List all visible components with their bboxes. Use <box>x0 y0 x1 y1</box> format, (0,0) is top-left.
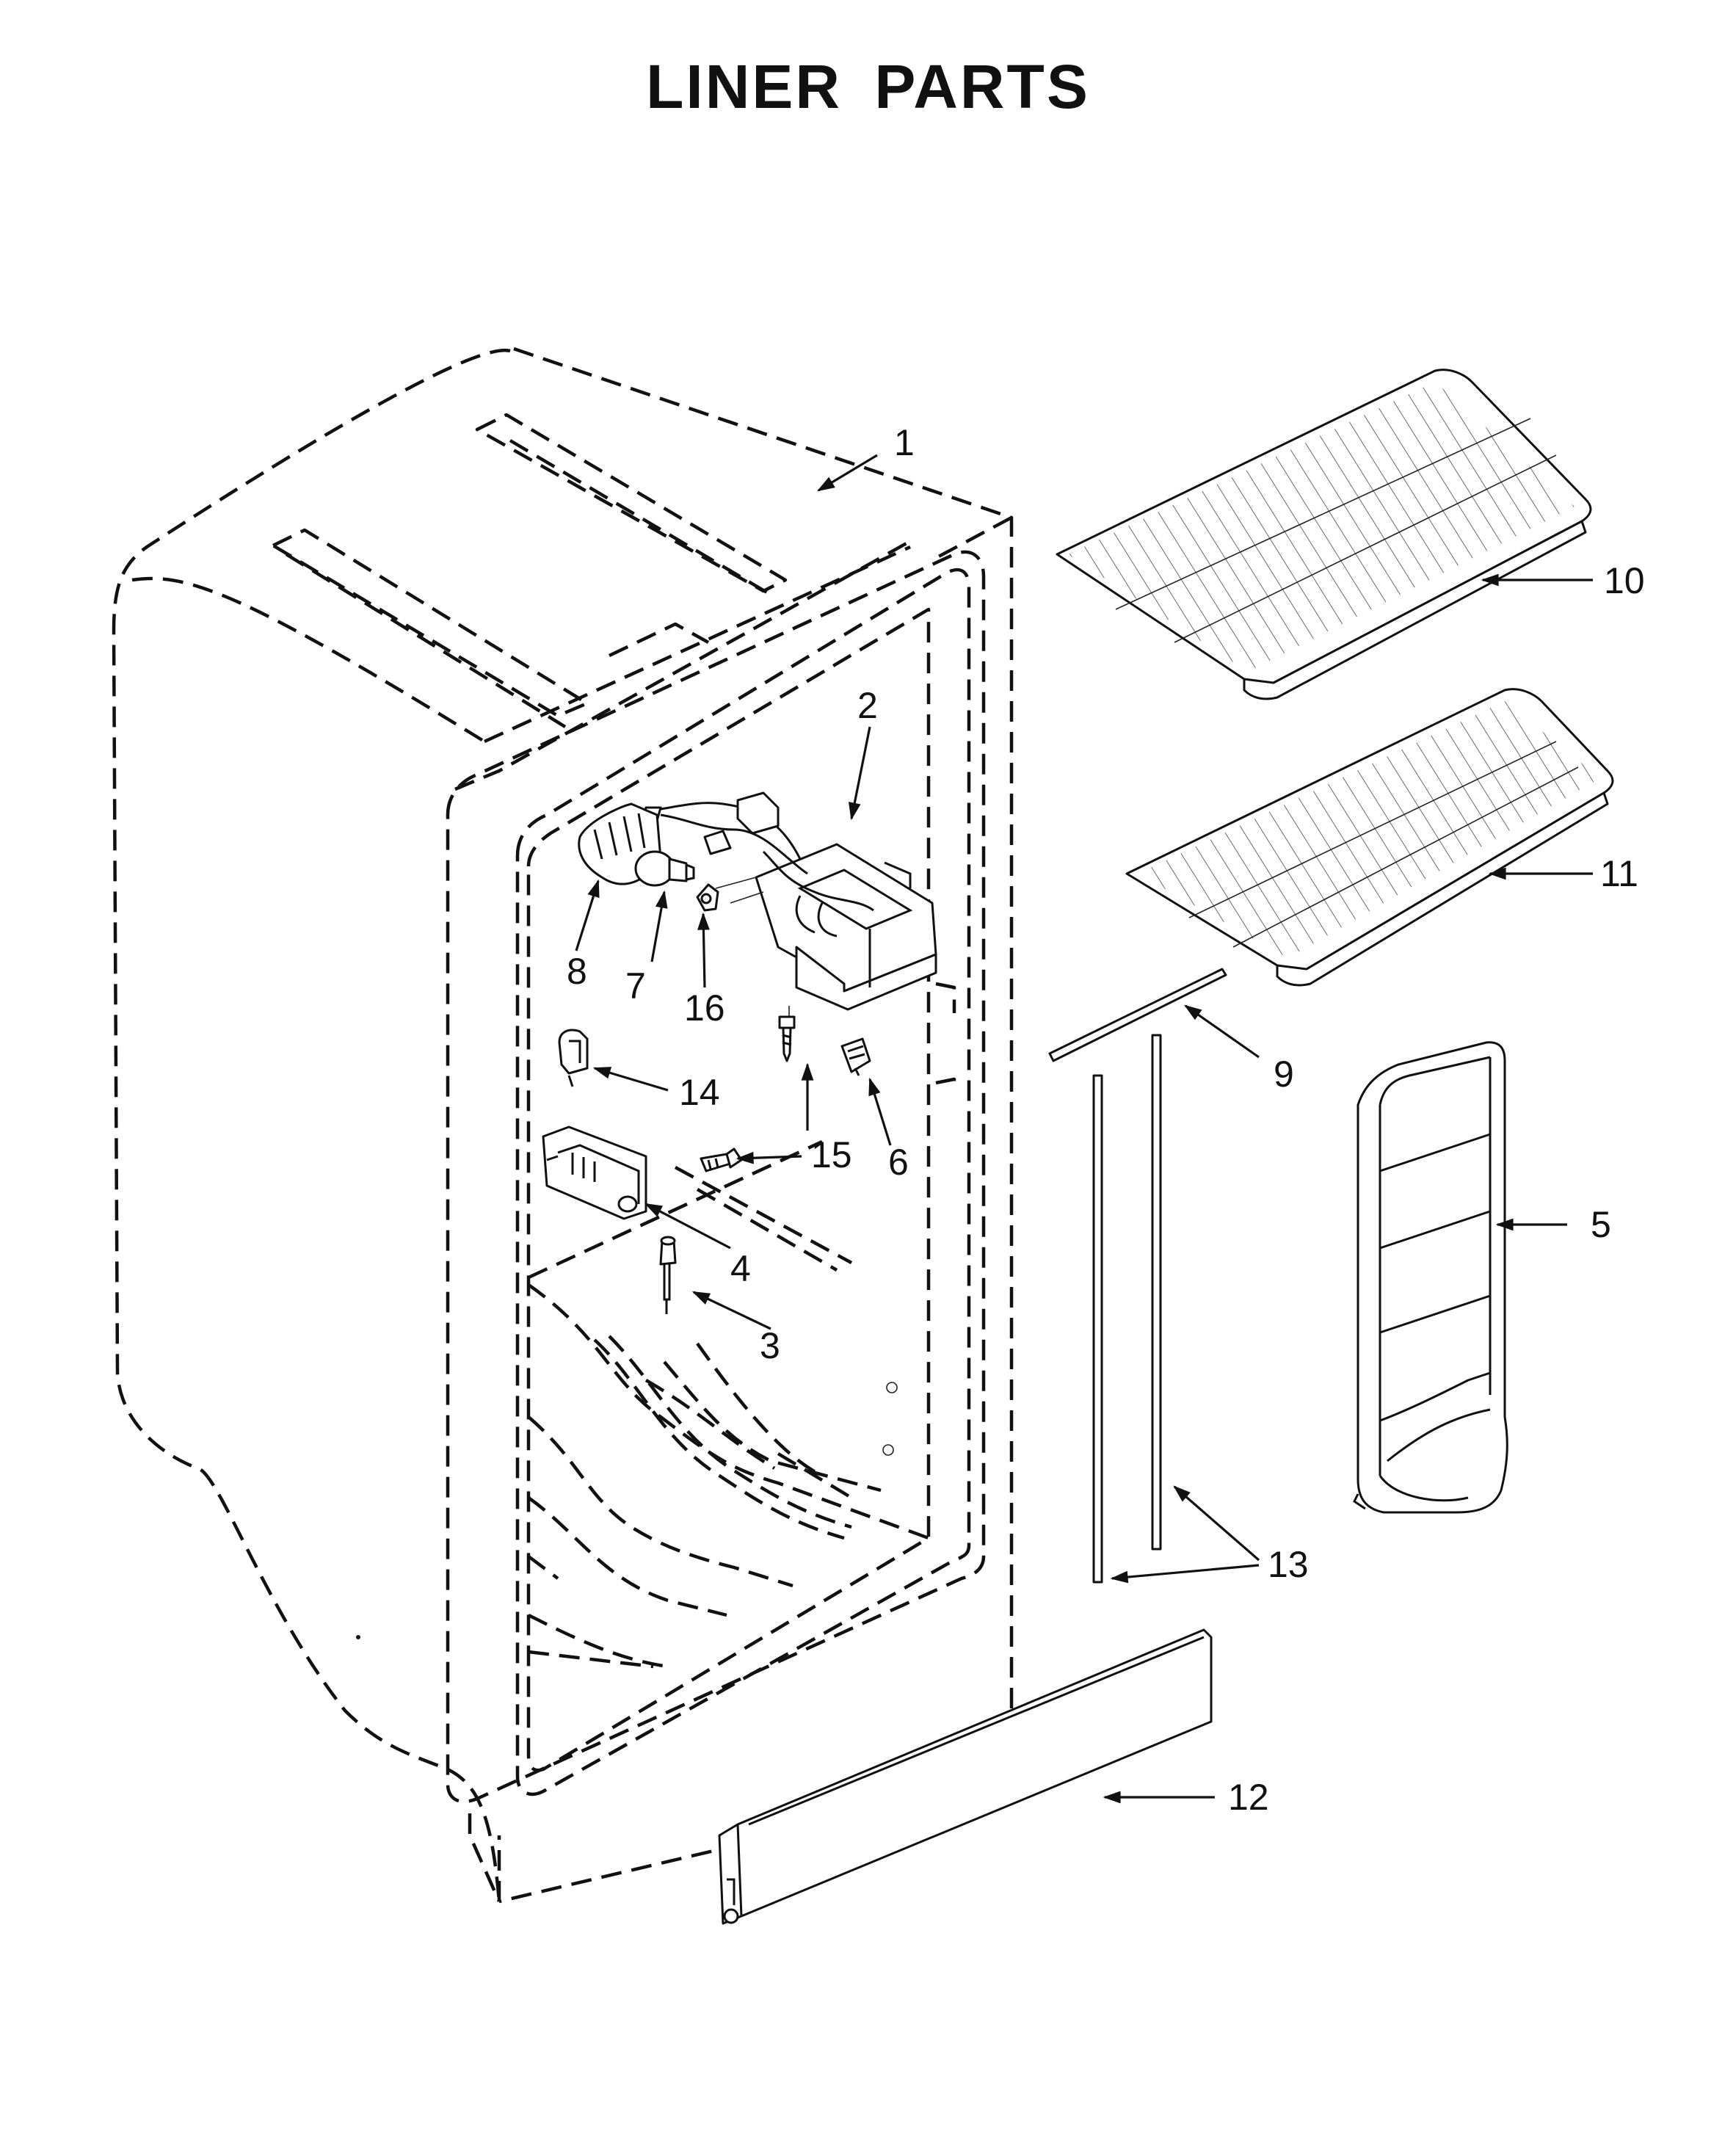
callout-10: 10 <box>1604 560 1645 601</box>
callout-9: 9 <box>1274 1054 1294 1095</box>
callout-5: 5 <box>1591 1204 1611 1245</box>
callout-15: 15 <box>811 1134 852 1175</box>
light-bulb <box>634 850 695 887</box>
screw-upper <box>778 1015 796 1062</box>
wire-clip <box>558 1029 589 1087</box>
breaker-strips <box>1048 968 1227 1584</box>
shelf-lower <box>1125 688 1614 987</box>
liner-cabinet <box>112 347 1014 1904</box>
screw-lower <box>700 1147 743 1172</box>
callout-13: 13 <box>1268 1544 1309 1585</box>
callout-6: 6 <box>888 1142 909 1183</box>
door-bin <box>1353 1041 1508 1514</box>
page-title: LINER PARTS <box>646 52 1090 121</box>
callout-8: 8 <box>567 951 587 992</box>
leader-lines <box>575 454 1593 1804</box>
callout-14: 14 <box>679 1072 720 1113</box>
bottom-trim <box>718 1628 1213 1925</box>
callout-12: 12 <box>1228 1777 1269 1818</box>
lamp-socket <box>696 883 719 912</box>
control-housing <box>542 1125 647 1220</box>
callout-11: 11 <box>1600 853 1638 894</box>
callout-3: 3 <box>760 1325 780 1366</box>
callout-labels: 1 2 3 4 5 6 7 8 9 10 11 12 13 14 15 16 <box>567 422 1645 1818</box>
light-housing <box>641 791 937 1050</box>
callout-2: 2 <box>857 685 878 726</box>
thermistor <box>659 1236 677 1314</box>
door-switch <box>840 1037 871 1076</box>
callout-4: 4 <box>730 1248 751 1289</box>
callout-1: 1 <box>894 422 915 463</box>
shelf-upper <box>1056 369 1592 700</box>
callout-7: 7 <box>625 965 646 1007</box>
callout-16: 16 <box>684 987 725 1029</box>
